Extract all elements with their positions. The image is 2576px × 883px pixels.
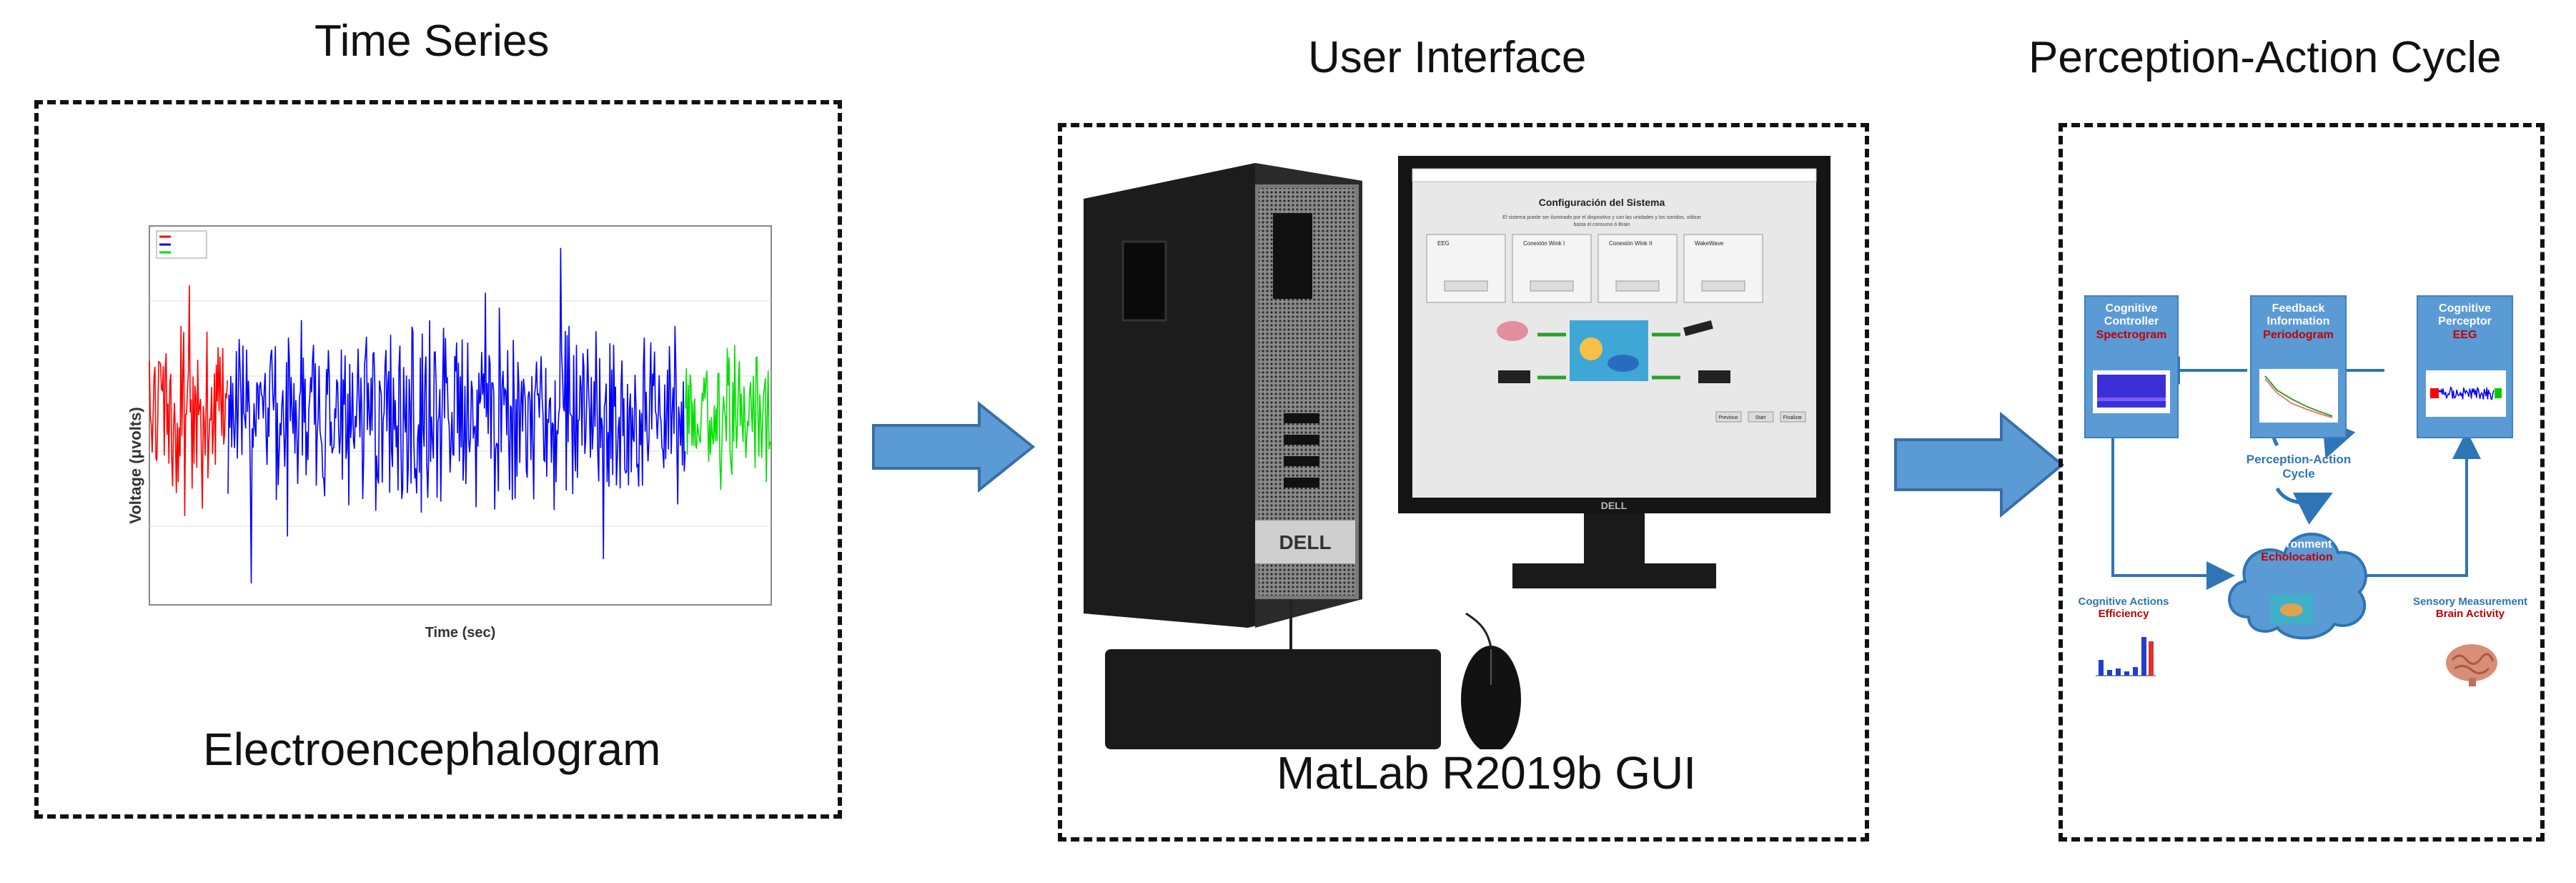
- user-interface-title: User Interface: [1308, 33, 1587, 82]
- svg-text:Conexión Wink I: Conexión Wink I: [1523, 240, 1565, 247]
- svg-text:El sistema puede ser iluminado: El sistema puede ser iluminado por el di…: [1502, 215, 1701, 220]
- svg-text:DELL: DELL: [1601, 500, 1628, 511]
- eeg-trace-segment: [685, 345, 771, 490]
- eeg-ylabel: Voltage (μvolts): [128, 407, 144, 523]
- environment-cloud-icon: [2228, 533, 2367, 640]
- perception-action-panel: Cognitive Controller Spectrogram Feedbac…: [2059, 123, 2545, 842]
- svg-text:Conexión Wink II: Conexión Wink II: [1609, 240, 1652, 247]
- right-arrow-icon: [872, 400, 1036, 493]
- eeg-trace-segment: [227, 247, 686, 583]
- feedback-information-label: Feedback Information Periodogram: [2263, 302, 2334, 341]
- right-arrow-icon-2: [1894, 411, 2065, 518]
- svg-text:Finalizar: Finalizar: [1783, 415, 1803, 420]
- monitor-icon: Configuración del Sistema El sistema pue…: [1398, 156, 1831, 588]
- periodogram-thumbnail: [2259, 369, 2338, 423]
- desktop-tower-icon: DELL: [1084, 163, 1362, 628]
- cognitive-perceptor-label: Cognitive Perceptor EEG: [2438, 302, 2492, 341]
- mouse-icon: [1461, 612, 1521, 749]
- time-series-title: Time Series: [314, 16, 550, 66]
- cognitive-controller-label: Cognitive Controller Spectrogram: [2096, 302, 2167, 341]
- user-interface-panel: DELL Configuración del Sistema El sistem…: [1058, 123, 1869, 842]
- svg-text:Configuración del Sistema: Configuración del Sistema: [1539, 197, 1665, 208]
- svg-text:DELL: DELL: [1279, 531, 1331, 553]
- sensory-measurement-label: Sensory Measurement Brain Activity: [2412, 596, 2528, 621]
- eeg-chart: Voltage (μvolts) Time (sec): [128, 225, 772, 641]
- environment-label: Environment Echolocation: [2261, 538, 2333, 564]
- eeg-trace-segment: [149, 285, 228, 516]
- time-series-panel: Voltage (μvolts) Time (sec) Electroencep…: [34, 100, 842, 819]
- brain-icon: [2446, 644, 2497, 686]
- eeg-thumbnail: [2426, 370, 2506, 417]
- cognitive-controller-box: [2084, 295, 2179, 438]
- efficiency-bar-thumbnail: [2091, 631, 2159, 681]
- svg-text:Previous: Previous: [1718, 415, 1738, 420]
- cycle-connectors: [2111, 356, 2481, 590]
- eeg-signals: [149, 247, 771, 583]
- eeg-xlabel: Time (sec): [425, 625, 496, 641]
- gui-caption: MatLab R2019b GUI: [1277, 747, 1696, 799]
- perception-action-title: Perception-Action Cycle: [2028, 33, 2502, 82]
- svg-text:WakeWave: WakeWave: [1695, 240, 1724, 247]
- svg-text:basta el consumo ó Brain: basta el consumo ó Brain: [1574, 222, 1630, 227]
- keyboard-icon: [1105, 599, 1441, 749]
- spectrogram-thumbnail: [2093, 370, 2170, 413]
- cognitive-actions-label: Cognitive Actions Efficiency: [2078, 596, 2169, 621]
- perception-action-cycle-label: Perception-Action Cycle: [2246, 453, 2352, 480]
- svg-text:Start: Start: [1755, 415, 1766, 420]
- computer-setup-illustration: DELL Configuración del Sistema El sistem…: [1084, 156, 1831, 749]
- eeg-caption: Electroencephalogram: [203, 724, 661, 775]
- svg-text:EEG: EEG: [1437, 240, 1450, 247]
